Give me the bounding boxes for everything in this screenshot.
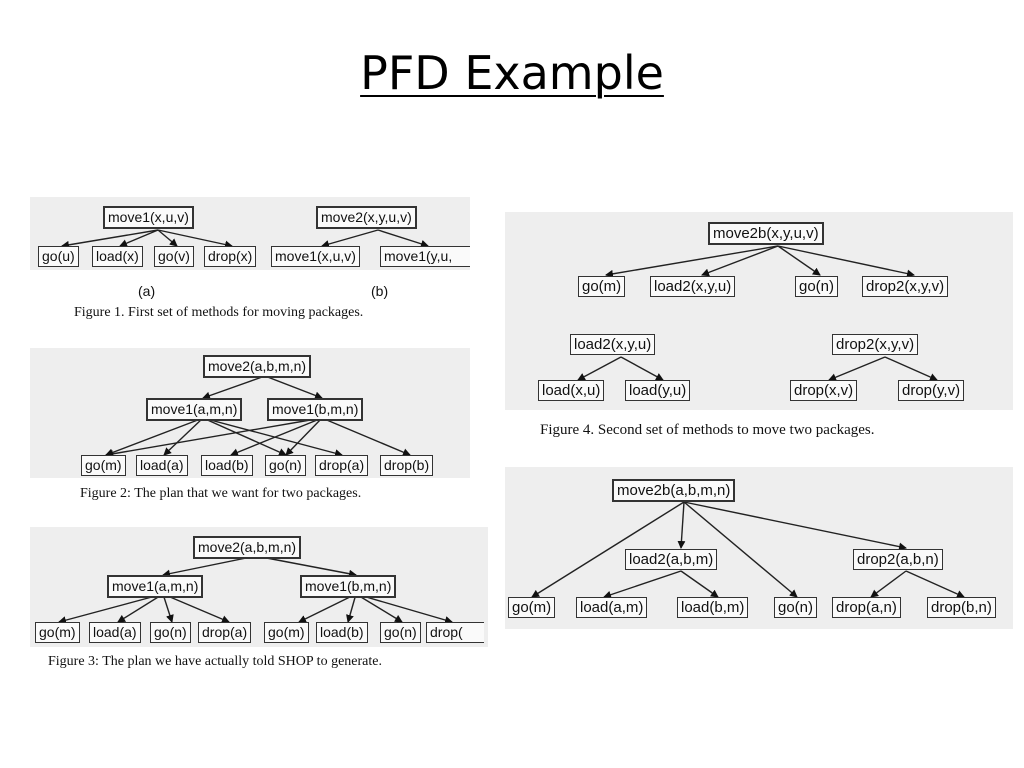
fig3-load-b: load(b) (316, 622, 368, 643)
fig2-move1-a: move1(a,m,n) (146, 398, 243, 421)
fig1-go-u: go(u) (38, 246, 79, 267)
fig3-go-m-1: go(m) (35, 622, 80, 643)
fig3-move1-b: move1(b,m,n) (300, 575, 397, 598)
fig5-drop-an: drop(a,n) (832, 597, 901, 618)
fig5-drop-bn: drop(b,n) (927, 597, 996, 618)
fig2-load-b: load(b) (201, 455, 253, 476)
fig4-load-xu: load(x,u) (538, 380, 605, 401)
fig2-go-m: go(m) (81, 455, 126, 476)
fig3-go-n-1: go(n) (150, 622, 191, 643)
fig2-caption: Figure 2: The plan that we want for two … (80, 486, 362, 501)
fig3-root: move2(a,b,m,n) (193, 536, 302, 559)
fig1-root-move1: move1(x,u,v) (103, 206, 194, 229)
fig5-load2: load2(a,b,m) (625, 549, 718, 570)
fig1-label-a: (a) (138, 283, 156, 299)
fig5-go-n: go(n) (774, 597, 818, 618)
fig4-go-m: go(m) (578, 276, 626, 297)
fig1-root-move2: move2(x,y,u,v) (316, 206, 417, 229)
fig4-load2-root: load2(x,y,u) (570, 334, 656, 355)
fig2-drop-b: drop(b) (380, 455, 434, 476)
slide-title: PFD Example (360, 46, 664, 100)
fig2-root: move2(a,b,m,n) (203, 355, 312, 378)
fig3-drop-a: drop(a) (198, 622, 252, 643)
fig3-load-a: load(a) (89, 622, 141, 643)
fig3-go-n-2: go(n) (380, 622, 421, 643)
fig5-go-m: go(m) (508, 597, 556, 618)
fig4-go-n: go(n) (795, 276, 839, 297)
fig1-go-v: go(v) (154, 246, 194, 267)
fig1-load-x: load(x) (92, 246, 143, 267)
fig3-drop-b: drop( (426, 622, 484, 643)
fig1-move1-xuv: move1(x,u,v) (271, 246, 360, 267)
fig3-caption: Figure 3: The plan we have actually told… (48, 654, 382, 669)
fig2-move1-b: move1(b,m,n) (267, 398, 364, 421)
fig4-load-yu: load(y,u) (625, 380, 691, 401)
fig2-load-a: load(a) (136, 455, 188, 476)
fig2-go-n: go(n) (265, 455, 306, 476)
fig3-move1-a: move1(a,m,n) (107, 575, 204, 598)
fig5-load-am: load(a,m) (576, 597, 648, 618)
fig5-drop2: drop2(a,b,n) (853, 549, 943, 570)
fig3-go-m-2: go(m) (264, 622, 309, 643)
fig4-load2: load2(x,y,u) (650, 276, 736, 297)
fig4-drop-xv: drop(x,v) (790, 380, 858, 401)
fig1-move1-yuv: move1(y,u, (380, 246, 470, 267)
fig5-root: move2b(a,b,m,n) (612, 479, 736, 502)
fig1-caption: Figure 1. First set of methods for movin… (74, 305, 364, 320)
fig4-root: move2b(x,y,u,v) (708, 222, 824, 245)
fig1-label-b: (b) (371, 283, 389, 299)
fig2-drop-a: drop(a) (315, 455, 369, 476)
fig4-caption: Figure 4. Second set of methods to move … (540, 422, 875, 438)
fig4-drop-yv: drop(y,v) (898, 380, 965, 401)
fig4-drop2-root: drop2(x,y,v) (832, 334, 919, 355)
fig1-drop-x: drop(x) (204, 246, 257, 267)
fig4-drop2: drop2(x,y,v) (862, 276, 949, 297)
fig5-load-bm: load(b,m) (677, 597, 749, 618)
